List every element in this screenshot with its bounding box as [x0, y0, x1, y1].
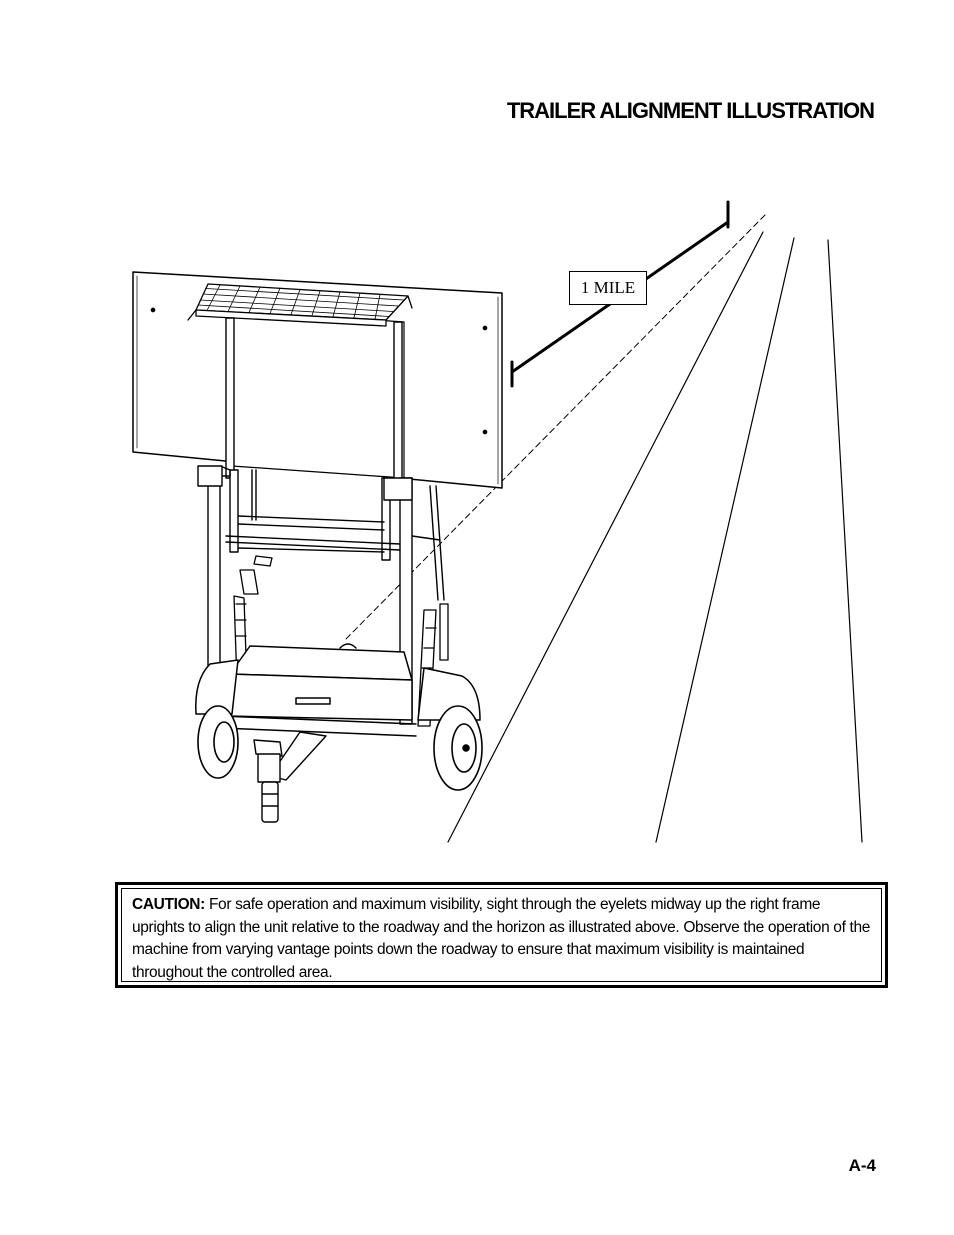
solar-panel: [187, 283, 413, 327]
tongue-hitch: [253, 731, 327, 823]
rear-panel: [231, 309, 405, 479]
caution-label: CAUTION:: [132, 896, 209, 913]
page-number: A-4: [848, 1156, 876, 1175]
page-title: TRAILER ALIGNMENT ILLUSTRATION: [506, 98, 875, 123]
roadway-lines: [447, 231, 863, 843]
distance-label: 1 MILE: [569, 271, 647, 305]
sight-line: [344, 214, 766, 641]
wheels: [197, 705, 483, 791]
caution-text: For safe operation and maximum visibilit…: [132, 896, 870, 981]
caution-content: CAUTION: For safe operation and maximum …: [121, 888, 882, 982]
trailer-alignment-illustration: [132, 200, 863, 843]
caution-box: CAUTION: For safe operation and maximum …: [115, 882, 888, 988]
trailer-body: [219, 643, 417, 737]
